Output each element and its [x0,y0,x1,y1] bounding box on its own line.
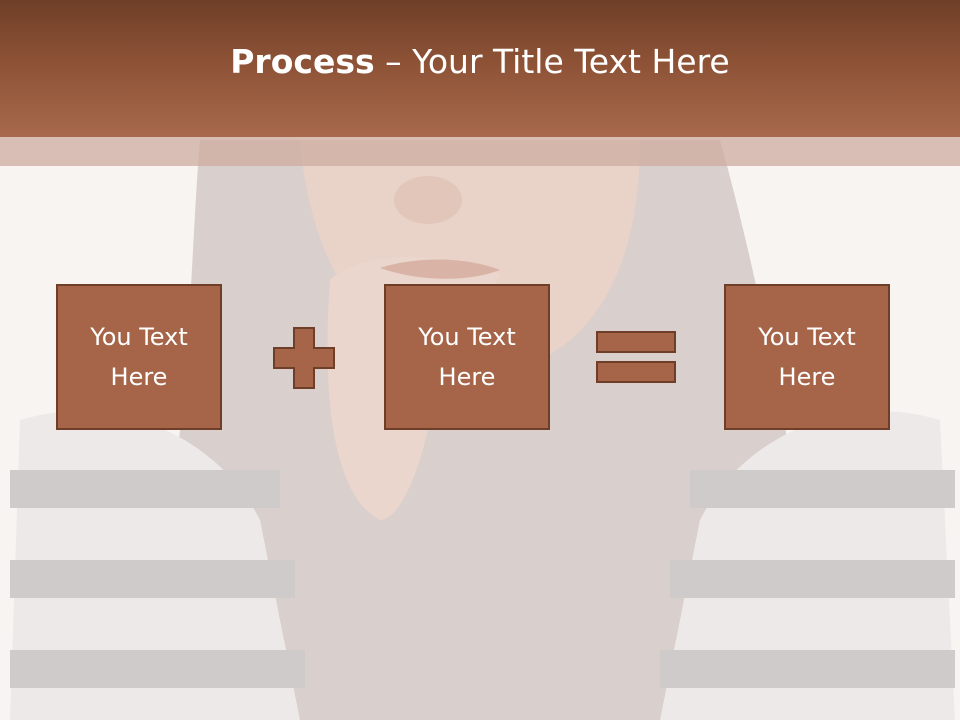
process-box-1[interactable]: You Text Here [56,284,222,430]
slide-title: Process – Your Title Text Here [230,42,729,81]
equals-icon [596,331,676,383]
box-text-line1: You Text [418,323,516,351]
box-text-line2: Here [438,363,496,391]
title-bold: Process [230,42,375,81]
box-text-line2: Here [110,363,168,391]
box-text-line1: You Text [90,323,188,351]
process-box-3[interactable]: You Text Here [724,284,890,430]
title-rest: – Your Title Text Here [374,42,730,81]
plus-icon [273,327,335,389]
title-bar: Process – Your Title Text Here [0,0,960,137]
box-text-line1: You Text [758,323,856,351]
title-strip [0,137,960,166]
process-box-2[interactable]: You Text Here [384,284,550,430]
box-text-line2: Here [778,363,836,391]
